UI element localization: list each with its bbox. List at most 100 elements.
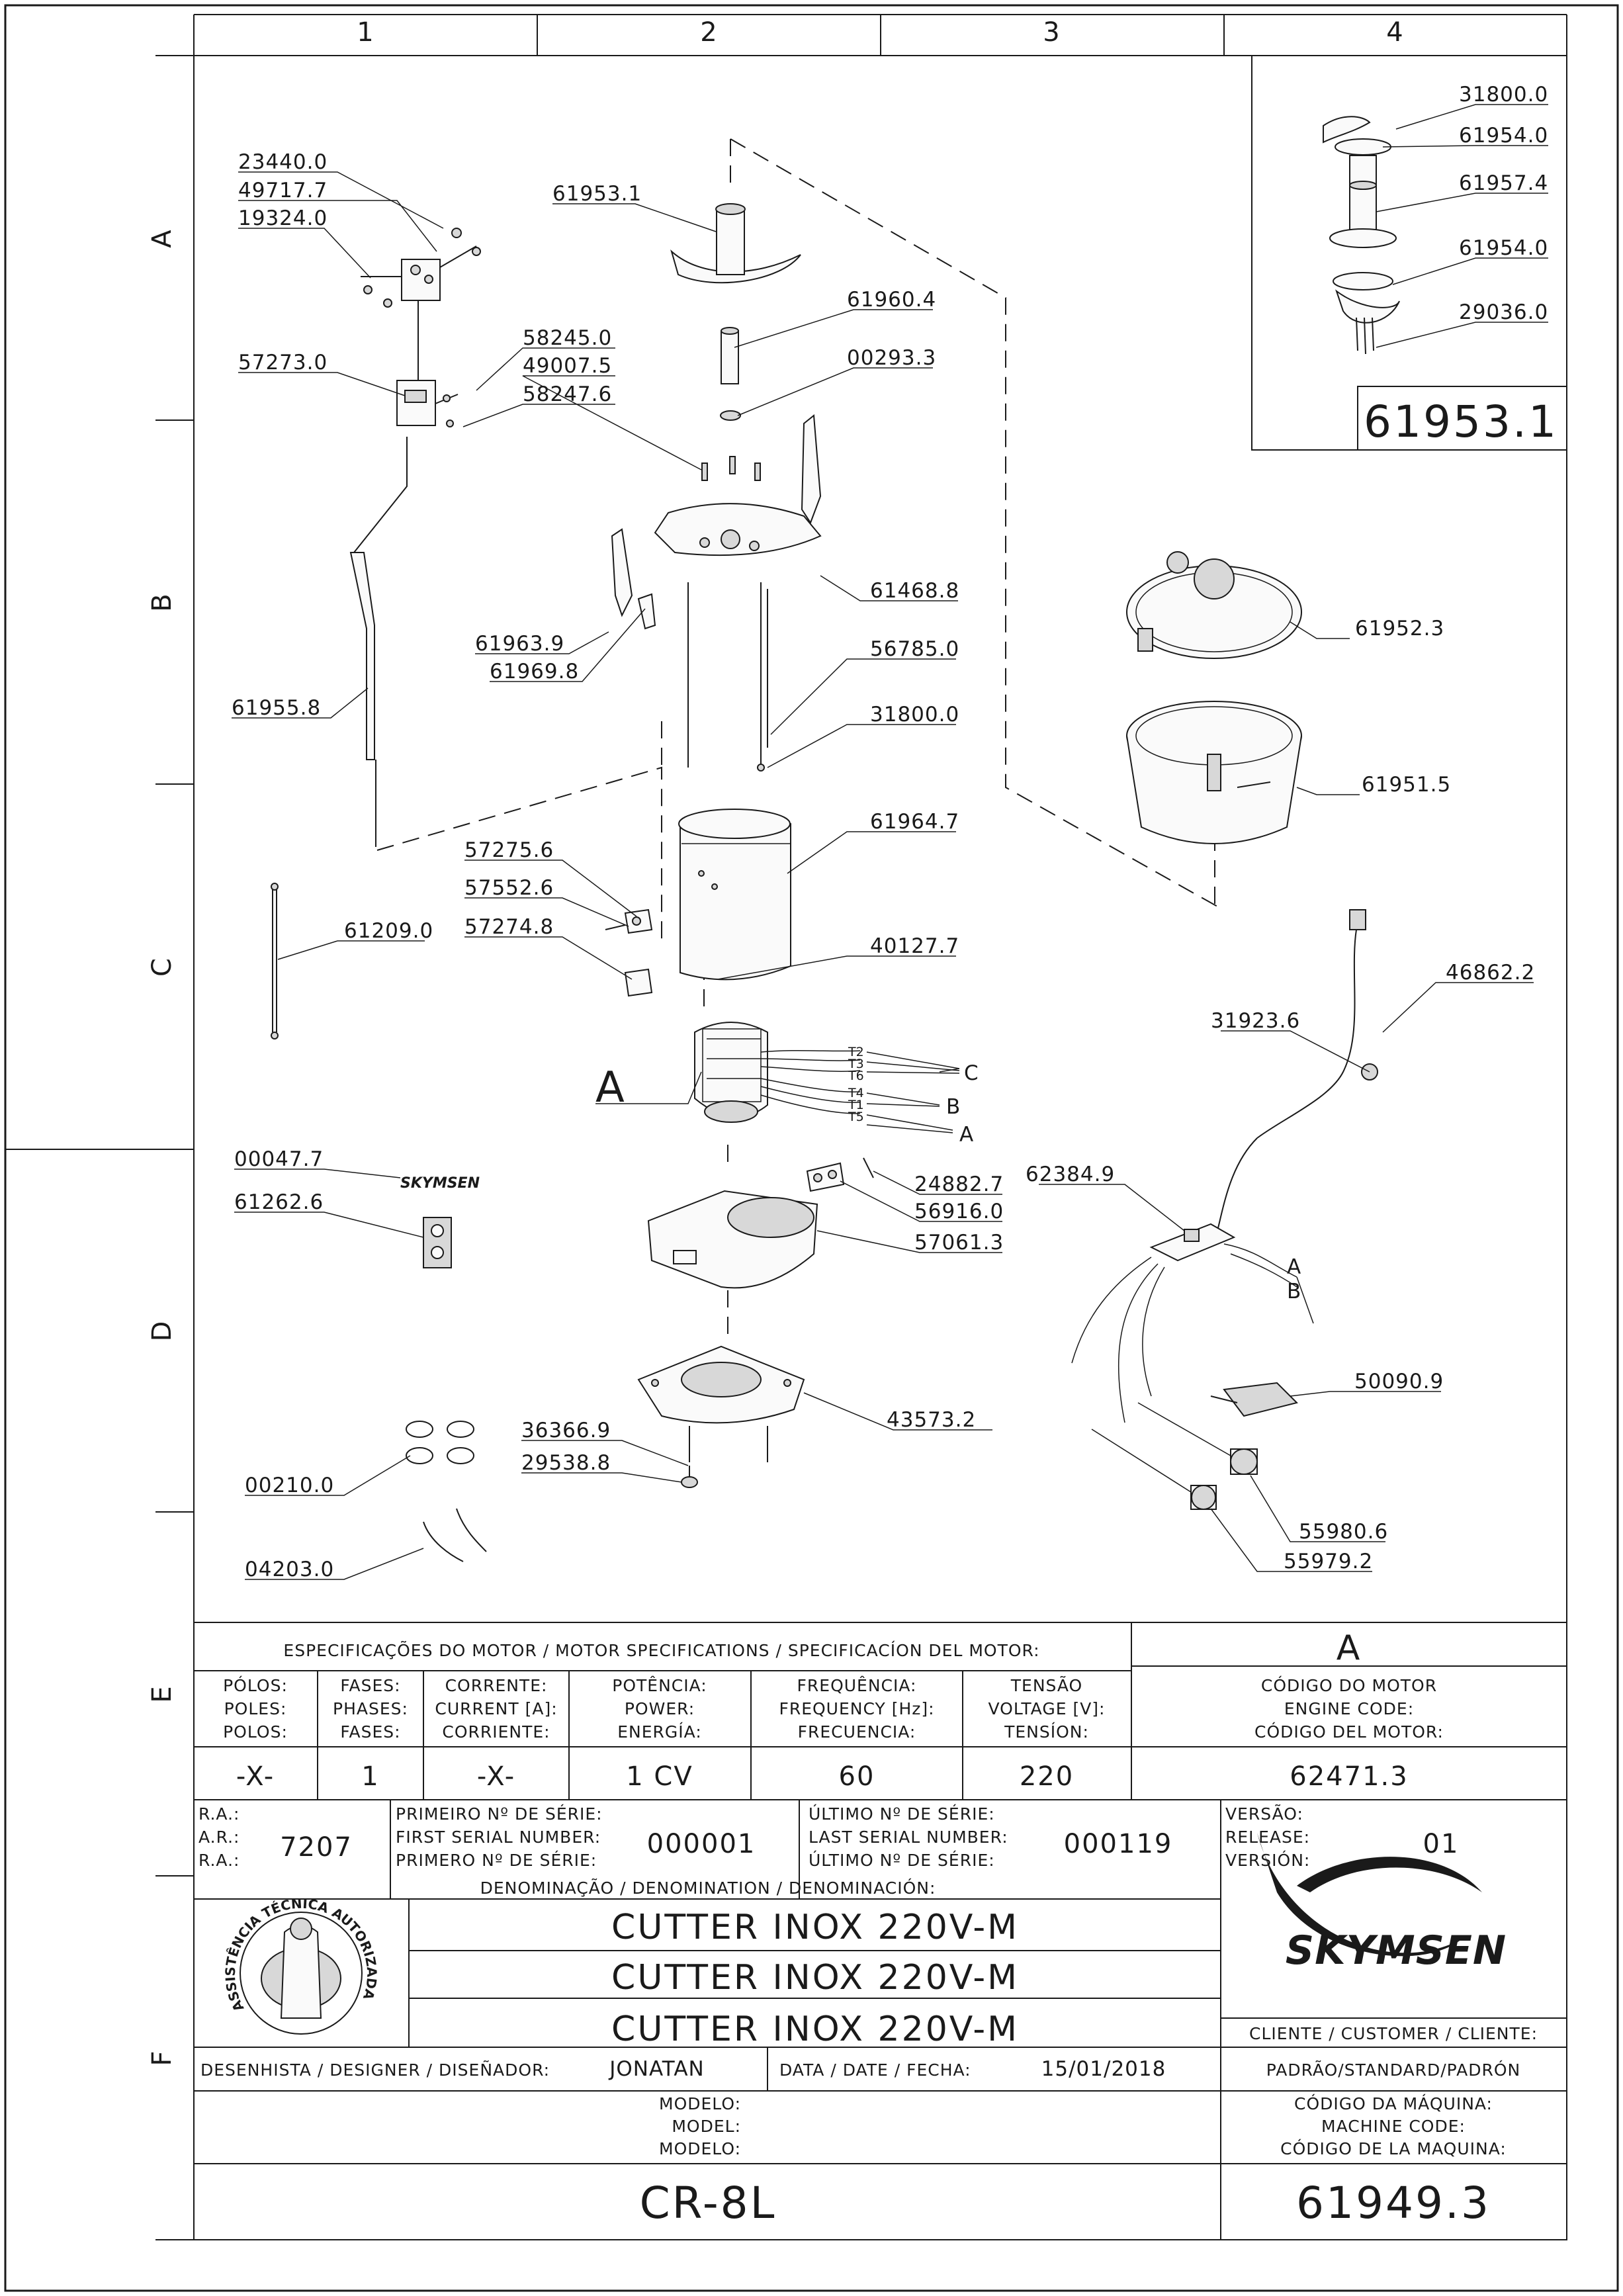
machine-code-label-es: CÓDIGO DE LA MAQUINA: bbox=[1280, 2139, 1507, 2158]
model-value: CR-8L bbox=[640, 2178, 777, 2229]
callout-29538: 29538.8 bbox=[521, 1451, 611, 1475]
cable-ties-part bbox=[423, 1508, 487, 1562]
specs-motor-ref: A bbox=[1337, 1628, 1362, 1668]
hdr-engine-code-en: ENGINE CODE: bbox=[1284, 1699, 1414, 1718]
blade-part bbox=[670, 203, 801, 284]
hdr-engine-code-pt: CÓDIGO DO MOTOR bbox=[1261, 1675, 1437, 1695]
hdr-phases-en: PHASES: bbox=[333, 1699, 408, 1718]
callout-04203: 04203.0 bbox=[245, 1558, 334, 1581]
callout-57552: 57552.6 bbox=[464, 876, 554, 900]
brand-logo-text: SKYMSEN bbox=[1286, 1927, 1507, 1974]
callout-61262: 61262.6 bbox=[234, 1190, 324, 1214]
model-label-es: MODELO: bbox=[659, 2139, 741, 2158]
first-serial-label-en: FIRST SERIAL NUMBER: bbox=[396, 1828, 601, 1847]
callout-43573: 43573.2 bbox=[887, 1408, 976, 1432]
hdr-poles-en: POLES: bbox=[224, 1699, 287, 1718]
hdr-power-pt: POTÊNCIA: bbox=[612, 1676, 707, 1695]
rubber-feet-part bbox=[406, 1421, 474, 1464]
base-part bbox=[647, 1157, 874, 1289]
ra-label-3: R.A.: bbox=[198, 1851, 240, 1870]
last-serial-value: 000119 bbox=[1064, 1829, 1173, 1859]
callout-24882: 24882.7 bbox=[914, 1172, 1004, 1196]
denomination-line-2: CUTTER INOX 220V-M bbox=[611, 1958, 1019, 1998]
capacitor-parts bbox=[1091, 1382, 1298, 1510]
callout-61952: 61952.3 bbox=[1355, 617, 1444, 640]
zone-row-b: B bbox=[147, 592, 177, 611]
last-serial-label-pt: ÚLTIMO Nº DE SÉRIE: bbox=[809, 1804, 995, 1824]
callout-31923: 31923.6 bbox=[1211, 1009, 1300, 1033]
callout-00293: 00293.3 bbox=[847, 346, 936, 370]
serial-section: R.A.: A.R.: R.A.: 7207 PRIMEIRO Nº DE SÉ… bbox=[198, 1804, 1460, 1870]
zone-col-1: 1 bbox=[357, 17, 374, 48]
terminal-t2: T2 bbox=[848, 1045, 864, 1059]
machine-code-section: CÓDIGO DA MÁQUINA: MACHINE CODE: CÓDIGO … bbox=[1280, 2094, 1507, 2229]
version-label-es: VERSIÓN: bbox=[1225, 1850, 1310, 1870]
last-serial-label-es: ÚLTIMO Nº DE SÉRIE: bbox=[809, 1850, 995, 1870]
spring-part bbox=[271, 883, 279, 1039]
shaft-part bbox=[720, 327, 741, 421]
terminal-t6: T6 bbox=[848, 1069, 864, 1083]
date-label: DATA / DATE / FECHA: bbox=[779, 2060, 971, 2080]
callout-57061: 57061.3 bbox=[914, 1231, 1004, 1255]
denomination-title: DENOMINAÇÃO / DENOMINATION / DENOMINACIÓ… bbox=[480, 1878, 936, 1898]
val-power: 1 CV bbox=[626, 1761, 693, 1792]
detail-inset bbox=[1251, 56, 1567, 451]
zone-column-labels: 1 2 3 4 bbox=[357, 17, 1404, 48]
callout-58247: 58247.6 bbox=[523, 382, 612, 406]
callout-61969: 61969.8 bbox=[490, 660, 579, 684]
detail-callout-61954-top: 61954.0 bbox=[1459, 124, 1548, 148]
leader-lines bbox=[232, 104, 1548, 1580]
terminal-t1: T1 bbox=[848, 1098, 864, 1112]
callout-labels: 23440.0 49717.7 19324.0 57273.0 58245.0 … bbox=[232, 150, 1535, 1581]
long-bolts bbox=[687, 582, 768, 772]
callout-61953: 61953.1 bbox=[552, 182, 642, 206]
version-value: 01 bbox=[1423, 1829, 1460, 1859]
wire-group-c: C bbox=[964, 1061, 979, 1085]
switch-part bbox=[396, 300, 459, 427]
denomination-line-3: CUTTER INOX 220V-M bbox=[611, 2009, 1019, 2049]
ra-value: 7207 bbox=[280, 1832, 353, 1863]
callout-61963: 61963.9 bbox=[475, 632, 564, 656]
detail-callout-31800: 31800.0 bbox=[1459, 83, 1548, 107]
callout-57274: 57274.8 bbox=[464, 915, 554, 939]
callout-55980: 55980.6 bbox=[1299, 1520, 1388, 1544]
callout-61951: 61951.5 bbox=[1362, 773, 1451, 797]
val-poles: -X- bbox=[236, 1761, 275, 1792]
callout-00047: 00047.7 bbox=[234, 1147, 324, 1171]
hdr-power-es: ENERGÍA: bbox=[617, 1722, 702, 1742]
hdr-voltage-pt: TENSÃO bbox=[1010, 1675, 1082, 1695]
bracket-block-part bbox=[361, 228, 481, 308]
terminal-t3: T3 bbox=[848, 1057, 864, 1071]
board-group-a: A bbox=[1287, 1255, 1301, 1279]
zone-col-4: 4 bbox=[1386, 17, 1404, 48]
motor-ref-label: A bbox=[595, 1063, 625, 1112]
first-serial-label-es: PRIMERO Nº DE SÉRIE: bbox=[396, 1851, 597, 1870]
hdr-freq-pt: FREQUÊNCIA: bbox=[797, 1676, 917, 1695]
hdr-freq-es: FRECUENCIA: bbox=[798, 1722, 916, 1742]
zone-col-2: 2 bbox=[700, 17, 718, 48]
first-serial-value: 000001 bbox=[647, 1829, 756, 1859]
hdr-phases-pt: FASES: bbox=[340, 1676, 400, 1695]
hdr-current-pt: CORRENTE: bbox=[445, 1676, 548, 1695]
callout-57275: 57275.6 bbox=[464, 838, 554, 862]
callout-61209: 61209.0 bbox=[344, 919, 433, 943]
callout-62384: 62384.9 bbox=[1026, 1163, 1115, 1186]
callout-61964: 61964.7 bbox=[870, 810, 959, 834]
ra-label-2: A.R.: bbox=[198, 1828, 240, 1847]
callout-23440: 23440.0 bbox=[238, 150, 328, 174]
callout-49717: 49717.7 bbox=[238, 179, 328, 202]
designer-label: DESENHISTA / DESIGNER / DISEÑADOR: bbox=[200, 2060, 550, 2080]
callout-49007: 49007.5 bbox=[523, 354, 612, 378]
hdr-current-es: CORRIENTE: bbox=[442, 1722, 550, 1742]
zone-row-d: D bbox=[147, 1320, 177, 1342]
callout-46862: 46862.2 bbox=[1446, 961, 1535, 985]
model-label-en: MODEL: bbox=[672, 2117, 741, 2136]
specs-title: ESPECIFICAÇÕES DO MOTOR / MOTOR SPECIFIC… bbox=[283, 1640, 1039, 1660]
model-section: MODELO: MODEL: MODELO: CR-8L bbox=[640, 2094, 777, 2229]
denomination-section: DENOMINAÇÃO / DENOMINATION / DENOMINACIÓ… bbox=[480, 1878, 1019, 2049]
callout-61955: 61955.8 bbox=[232, 696, 321, 720]
motor-wires bbox=[760, 1049, 960, 1133]
actuator-rod-part bbox=[349, 437, 408, 847]
